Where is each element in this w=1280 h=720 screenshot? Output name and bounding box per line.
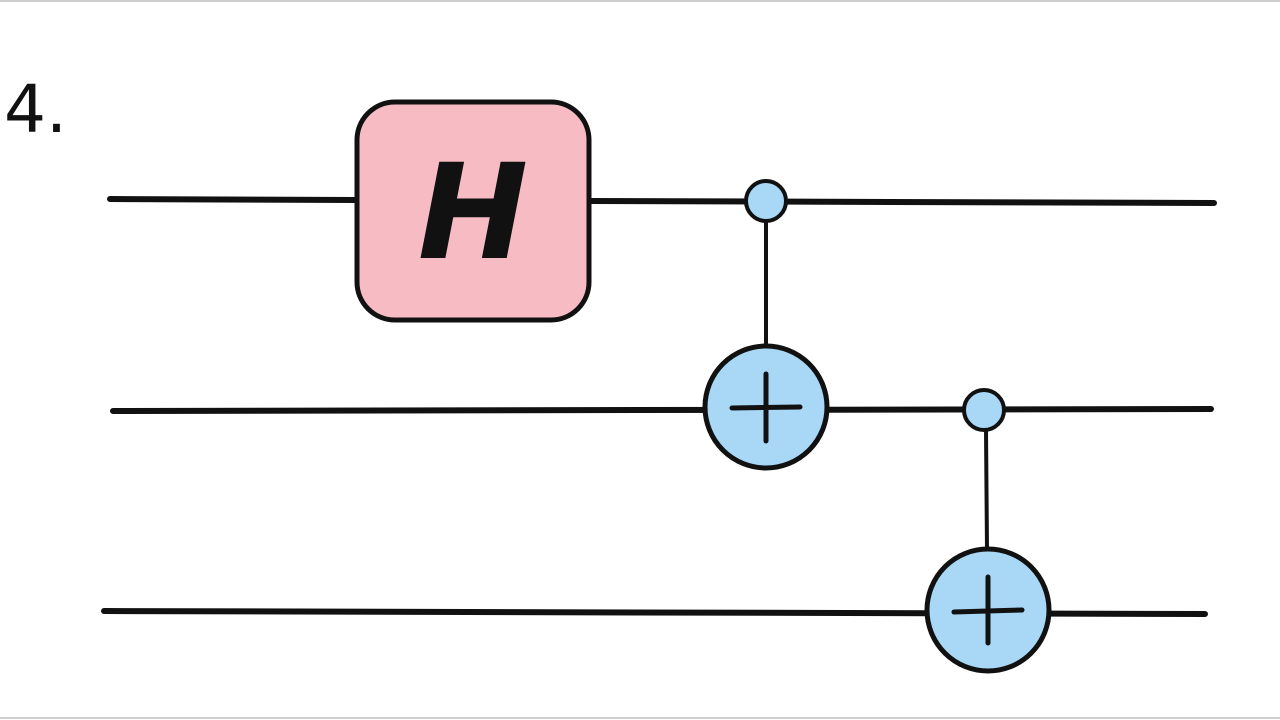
control-dot-icon xyxy=(744,179,788,223)
control-dot-icon xyxy=(962,388,1006,432)
hadamard-gate-label: H xyxy=(418,136,528,290)
target-plus-cross xyxy=(951,574,1025,646)
cnot-gate-1 xyxy=(702,179,830,471)
target-plus-cross xyxy=(729,371,803,444)
step-number-label: 4. xyxy=(4,71,67,148)
cnot-gate-2 xyxy=(924,388,1052,674)
hadamard-gate-box xyxy=(354,99,592,323)
qubit-wire-2 xyxy=(110,406,1214,414)
hadamard-gate: H xyxy=(354,99,592,323)
qubit-wires xyxy=(101,196,1217,617)
cnot-2-connector-line xyxy=(984,428,989,552)
qubit-wire-1 xyxy=(107,196,1217,206)
